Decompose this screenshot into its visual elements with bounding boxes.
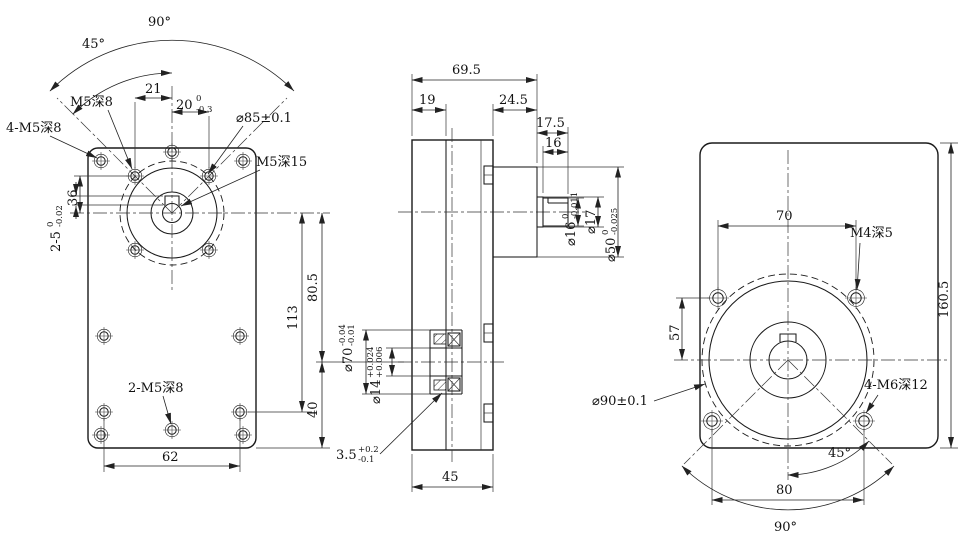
svg-text:⌀70: ⌀70	[341, 348, 356, 372]
svg-text:0: 0	[46, 222, 56, 227]
svg-text:+0.2: +0.2	[358, 445, 379, 455]
back-dim-80-label: 80	[776, 483, 793, 498]
front-dim-21-label: 21	[145, 82, 162, 97]
side-dia-14-label: ⌀14 +0.024 +0.006	[366, 347, 385, 404]
svg-text:-0.01: -0.01	[347, 324, 357, 346]
front-note-d85-label: ⌀85±0.1	[236, 111, 292, 126]
front-note-m5x15-label: M5深15	[256, 155, 307, 170]
svg-text:+0.024: +0.024	[366, 347, 376, 378]
front-dim-40-label: 40	[306, 401, 321, 418]
side-dia-50-label: ⌀50 0 -0.025	[601, 208, 620, 262]
front-bolt-holes	[92, 143, 252, 444]
angle-90-arc	[49, 39, 295, 92]
svg-text:⌀14: ⌀14	[369, 380, 384, 404]
front-dim-113-label: 113	[286, 305, 301, 330]
svg-text:160.5: 160.5	[937, 281, 952, 318]
svg-text:57: 57	[668, 324, 683, 341]
back-view: 70 M4深5 160.5 57 ⌀90±0.1 4-M6深12 45° 90°…	[592, 142, 958, 535]
side-dim-69-5-label: 69.5	[452, 63, 481, 78]
side-dimensions	[362, 74, 624, 492]
back-dim-57-label: 57	[668, 324, 683, 341]
side-dim-24-5-label: 24.5	[499, 93, 528, 108]
side-dim-16-label: 16	[545, 136, 562, 151]
front-dim-36-label: 36	[66, 189, 81, 206]
svg-text:-0.1: -0.1	[358, 455, 374, 465]
svg-text:0: 0	[561, 214, 571, 219]
back-note-4m6x12-label: 4-M6深12	[864, 378, 928, 393]
input-bore-section	[429, 329, 463, 395]
svg-text:2-5: 2-5	[49, 231, 64, 252]
back-dim-70-label: 70	[776, 209, 793, 224]
side-dia-16-label: ⌀16 0 -0.011	[561, 192, 580, 246]
svg-text:0: 0	[601, 230, 611, 235]
output-shaft-section	[492, 166, 569, 258]
svg-text:40: 40	[306, 401, 321, 418]
svg-text:-0.04: -0.04	[338, 324, 348, 346]
back-angle-45-label: 45°	[828, 446, 851, 461]
front-dim-80-5-label: 80.5	[306, 273, 321, 302]
side-view: 69.5 19 24.5 17.5 16 ⌀16 0 -0.011 ⌀17 ⌀5…	[336, 63, 624, 492]
svg-text:0: 0	[196, 94, 201, 104]
front-dim-62-label: 62	[162, 450, 179, 465]
back-dim-160-5-label: 160.5	[937, 281, 952, 318]
svg-text:-0.025: -0.025	[610, 208, 620, 235]
side-centerlines	[398, 128, 585, 462]
front-note-m5x8-label: M5深8	[70, 95, 113, 110]
side-dim-45-label: 45	[442, 470, 459, 485]
angle-90-arc-back	[681, 465, 895, 511]
back-angle-90-label: 90°	[774, 520, 797, 535]
back-note-d90-label: ⌀90±0.1	[592, 394, 648, 409]
front-dim-20-label: 20 0 -0.3	[176, 94, 212, 115]
side-dim-3-5-label: 3.5 +0.2 -0.1	[336, 445, 379, 465]
back-plate-outline	[699, 142, 939, 449]
back-dimensions	[653, 142, 958, 511]
svg-text:113: 113	[286, 305, 301, 330]
side-housing-outline	[411, 139, 494, 451]
side-dim-19-label: 19	[419, 93, 436, 108]
front-note-2m5x8-label: 2-M5深8	[128, 381, 184, 396]
svg-text:3.5: 3.5	[336, 448, 357, 463]
front-note-4m5x8-label: 4-M5深8	[6, 121, 62, 136]
front-centerlines	[56, 86, 330, 292]
front-angle-90-label: 90°	[148, 15, 171, 30]
front-keyway-width-label: 2-5 0 -0.02	[46, 205, 65, 252]
svg-text:20: 20	[176, 98, 193, 113]
svg-text:⌀50: ⌀50	[604, 238, 619, 262]
angle-45-arc	[72, 70, 173, 115]
front-view: 90° 45° 21 20 0 -0.3 M5深8 4-M5深8 36 2-5 …	[6, 15, 404, 472]
svg-text:-0.02: -0.02	[55, 205, 65, 227]
back-note-m4x5-label: M4深5	[850, 226, 893, 241]
svg-text:⌀16: ⌀16	[564, 222, 579, 246]
svg-text:80.5: 80.5	[306, 273, 321, 302]
svg-text:-0.011: -0.011	[570, 192, 580, 219]
front-plate-outline	[87, 147, 257, 449]
front-angle-45-label: 45°	[82, 37, 105, 52]
svg-text:-0.3: -0.3	[196, 105, 212, 115]
side-dim-17-5-label: 17.5	[536, 116, 565, 131]
side-dia-70-label: ⌀70 -0.04 -0.01	[338, 324, 357, 372]
back-centerlines	[674, 150, 948, 480]
svg-text:36: 36	[66, 189, 81, 206]
svg-text:+0.006: +0.006	[375, 347, 385, 378]
side-dia-17-label: ⌀17	[584, 210, 599, 234]
svg-text:⌀17: ⌀17	[584, 210, 599, 234]
back-bolt-holes	[701, 287, 875, 432]
mounting-tabs	[483, 165, 494, 423]
